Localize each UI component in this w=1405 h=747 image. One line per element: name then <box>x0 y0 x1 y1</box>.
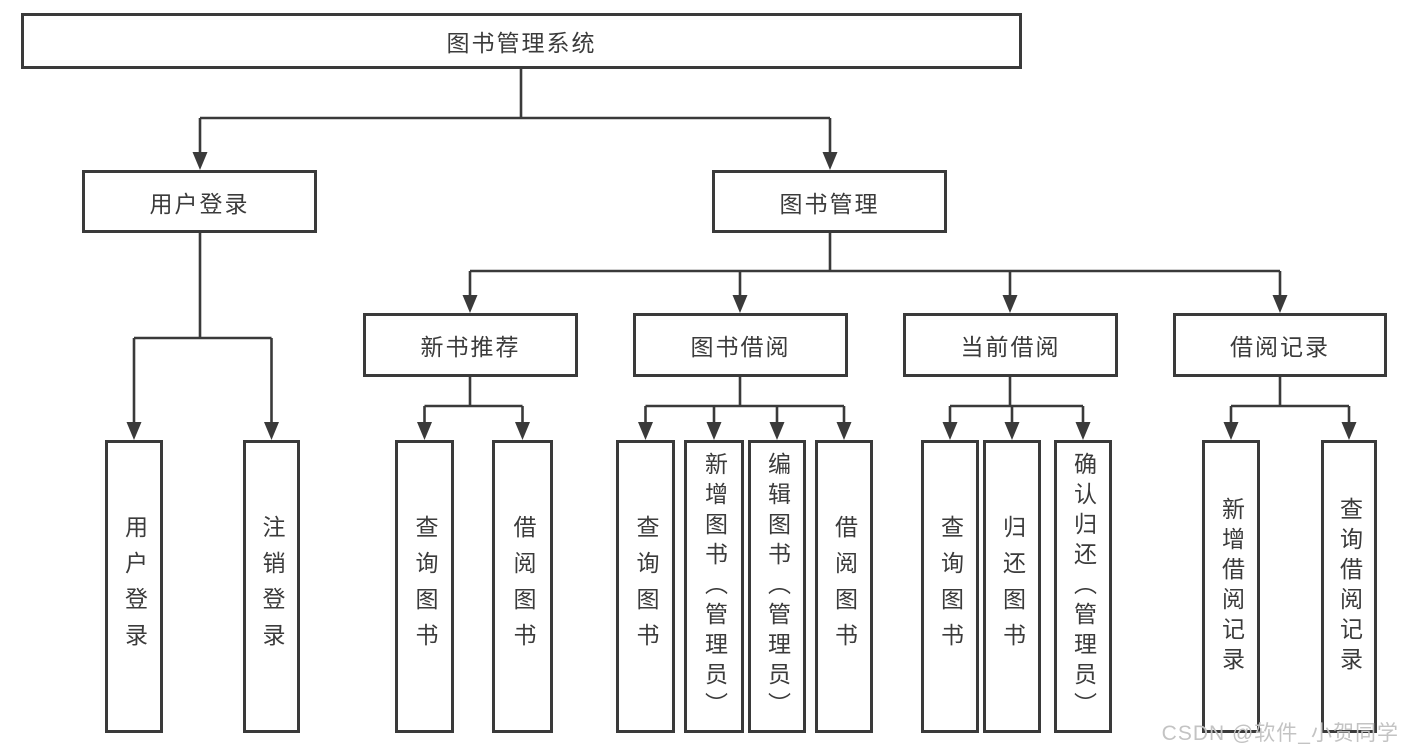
leaf-label: 查询图书 <box>412 514 438 659</box>
node-label: 借阅记录 <box>1230 334 1330 360</box>
node-label: 当前借阅 <box>960 334 1061 360</box>
leaf-query-borrow-record: 查询借阅记录 <box>1321 440 1377 733</box>
leaf-query-books-borrowing: 查询图书 <box>616 440 675 733</box>
node-user-login: 用户登录 <box>82 170 317 233</box>
leaf-label: 归还图书 <box>999 514 1026 659</box>
leaf-return-books: 归还图书 <box>983 440 1041 733</box>
leaf-confirm-return-admin: 确认归还（管理员） <box>1054 440 1112 733</box>
leaf-label: 借阅图书 <box>831 514 858 659</box>
leaf-borrow-books-borrowing: 借阅图书 <box>815 440 873 733</box>
leaf-query-books-recommend: 查询图书 <box>395 440 454 733</box>
node-borrowing-records: 借阅记录 <box>1173 313 1387 377</box>
node-label: 图书管理 <box>779 190 880 217</box>
leaf-label: 查询图书 <box>937 514 964 659</box>
leaf-add-borrow-record: 新增借阅记录 <box>1202 440 1260 733</box>
node-book-management: 图书管理 <box>712 170 947 233</box>
leaf-label: 注销登录 <box>259 514 285 659</box>
node-label: 图书管理系统 <box>446 30 597 56</box>
node-book-borrowing: 图书借阅 <box>633 313 848 377</box>
node-current-borrowing: 当前借阅 <box>903 313 1118 377</box>
node-label: 新书推荐 <box>420 334 521 360</box>
leaf-query-books-current: 查询图书 <box>921 440 979 733</box>
node-label: 图书借阅 <box>690 334 791 360</box>
leaf-label: 确认归还（管理员） <box>1070 451 1097 722</box>
leaf-label: 编辑图书（管理员） <box>764 451 791 722</box>
leaf-label: 新增图书（管理员） <box>701 451 728 722</box>
leaf-label: 新增借阅记录 <box>1218 496 1245 677</box>
leaf-label: 查询借阅记录 <box>1336 496 1363 677</box>
leaf-label: 查询图书 <box>633 514 659 659</box>
node-library-management-system: 图书管理系统 <box>21 13 1022 69</box>
leaf-label: 借阅图书 <box>510 514 536 659</box>
leaf-borrow-books-recommend: 借阅图书 <box>492 440 553 733</box>
leaf-label: 用户登录 <box>121 514 148 659</box>
leaf-edit-books-admin: 编辑图书（管理员） <box>748 440 806 733</box>
node-new-book-recommend: 新书推荐 <box>363 313 578 377</box>
leaf-logout: 注销登录 <box>243 440 300 733</box>
leaf-user-login: 用户登录 <box>105 440 163 733</box>
csdn-watermark: CSDN @软件_小贺同学 <box>1161 722 1399 745</box>
leaf-add-books-admin: 新增图书（管理员） <box>684 440 744 733</box>
node-label: 用户登录 <box>149 190 250 217</box>
